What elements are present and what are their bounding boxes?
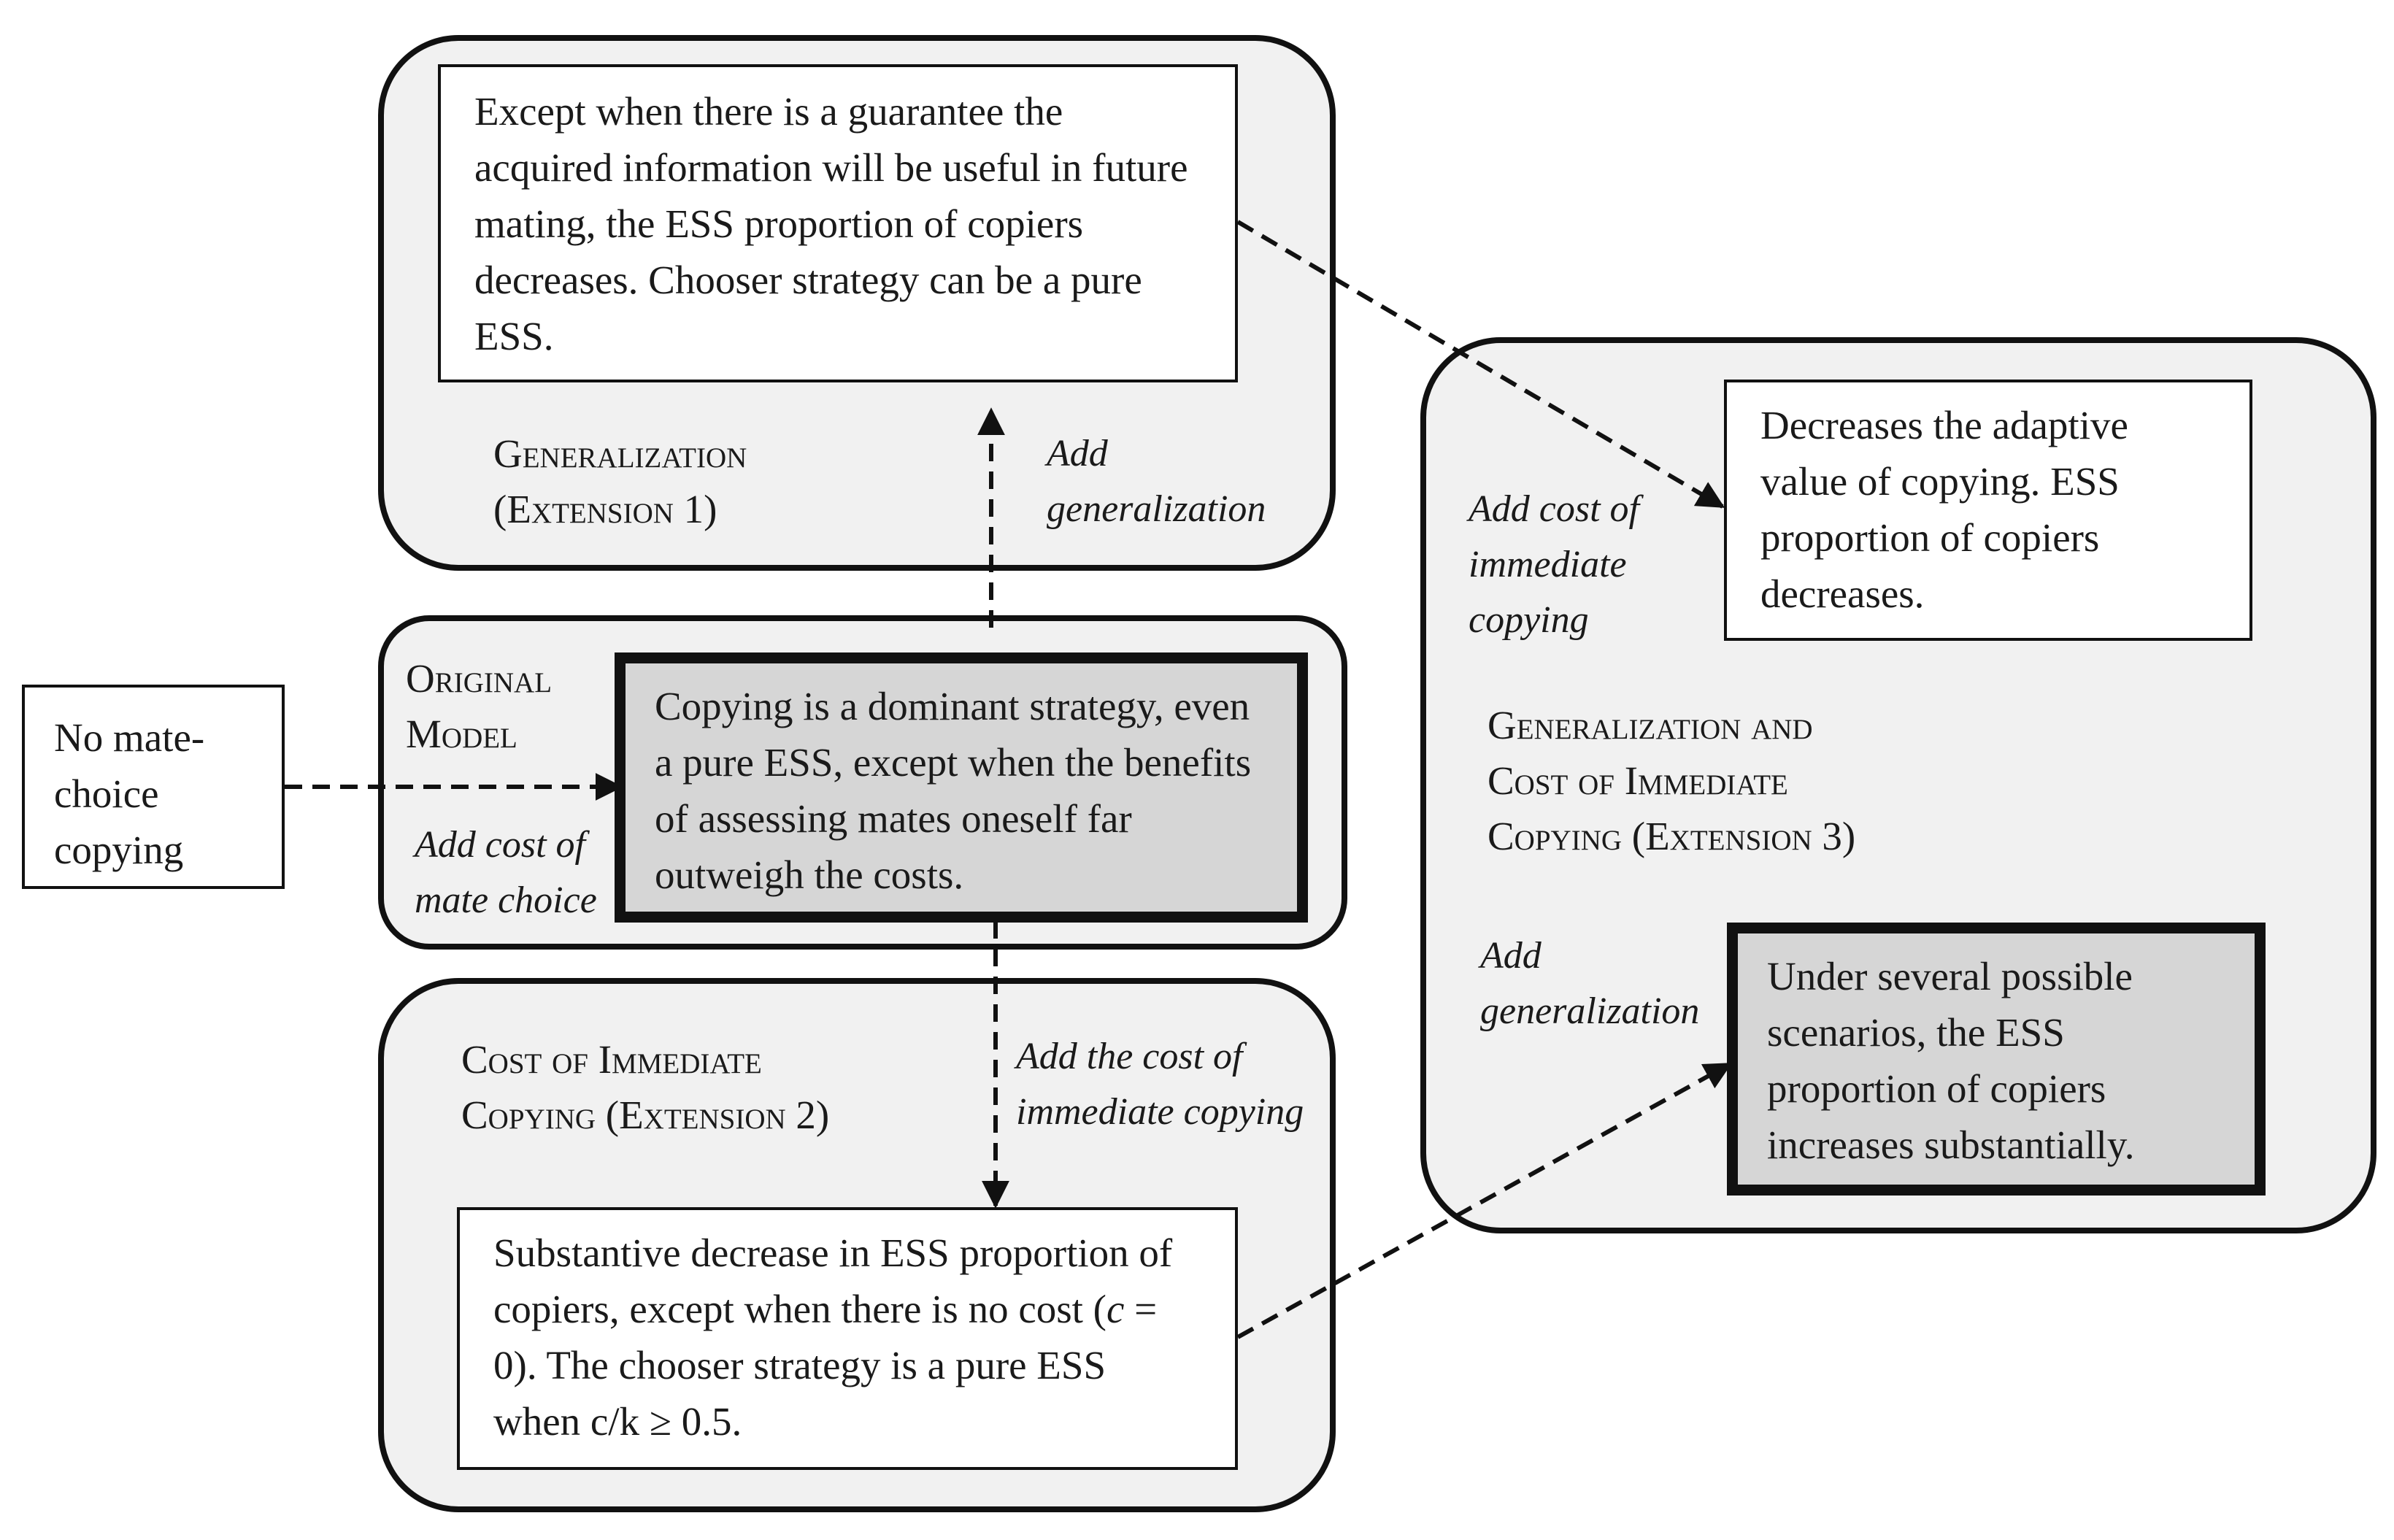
no-copying-box: No mate-choice copying [22,685,285,889]
extension2-text-part2: = 0). The chooser strategy is a pure ESS… [493,1287,1158,1444]
extension3-top-result-box: Decreases the adaptive value of copying.… [1724,380,2252,641]
extension3-bottom-result-box: Under several possible scenarios, the ES… [1727,923,2266,1196]
add-cost-of-immediate-copying-label: Add the cost of immediate copying [1016,1036,1304,1133]
add-cost-of-mate-choice-label: Add cost of mate choice [415,824,597,921]
extension2-variable-c: c [1106,1287,1125,1331]
add-generalization-label: Add generalization [1047,433,1266,530]
add-cost-of-immediate-copying-ext3-label: Add cost of immediate copying [1469,488,1639,641]
extension2-title: Cost of Immediate Copying (Extension 2) [461,1037,830,1137]
extension3-top-result-text: Decreases the adaptive value of copying.… [1760,403,2128,616]
extension3-bottom-result-text: Under several possible scenarios, the ES… [1767,954,2135,1167]
extension1-result-box: Except when there is a guarantee the acq… [438,64,1238,382]
no-copying-text: No mate-choice copying [54,715,205,872]
extension2-text-part1: Substantive decrease in ESS proportion o… [493,1231,1173,1331]
extension1-title: Generalization (Extension 1) [493,431,747,531]
arrow-extension2-to-extension3 [1236,1062,1733,1339]
arrow-extension1-to-extension3 [1236,220,1725,509]
add-generalization-ext3-label: Add generalization [1480,935,1700,1032]
original-model-result-text: Copying is a dominant strategy, even a p… [655,684,1252,897]
extension1-result-text: Except when there is a guarantee the acq… [474,89,1188,358]
original-model-result-box: Copying is a dominant strategy, even a p… [615,652,1308,923]
extension2-result-box: Substantive decrease in ESS proportion o… [457,1207,1238,1470]
extension3-title: Generalization and Cost of Immediate Cop… [1487,703,1856,858]
original-model-title: Original Model [406,656,553,756]
